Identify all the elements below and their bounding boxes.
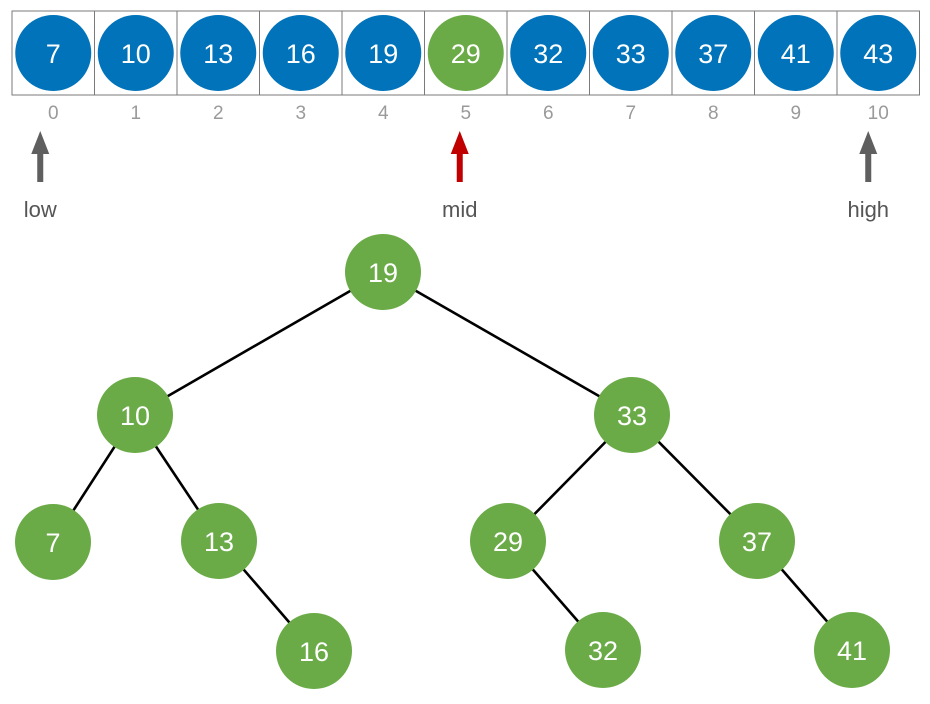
up-arrow-shaft <box>865 150 872 182</box>
tree-node-value: 37 <box>742 527 772 557</box>
array-element <box>180 15 257 91</box>
pointer-label: low <box>24 197 57 222</box>
tree-node-circle <box>276 613 352 689</box>
up-arrow-icon <box>31 131 50 154</box>
array-index-label: 2 <box>213 103 224 124</box>
array-element-value: 37 <box>698 39 728 69</box>
array-cell: 19 4 <box>341 10 425 124</box>
array-element <box>510 15 587 91</box>
up-arrow-icon <box>859 131 878 154</box>
tree-node: 32 <box>565 612 641 688</box>
tree-node: 13 <box>181 503 257 579</box>
array-index-label: 7 <box>625 103 636 124</box>
tree-node-circle <box>719 503 795 579</box>
array-cell: 43 10 <box>836 10 920 124</box>
array-index-label: 8 <box>708 103 719 124</box>
tree-node-value: 16 <box>299 637 329 667</box>
array-cell: 37 8 <box>671 10 755 124</box>
pointer-high: high <box>847 131 889 222</box>
array-cell: 29 5 <box>424 10 508 124</box>
array-index-label: 6 <box>543 103 554 124</box>
array-element-value: 16 <box>286 39 316 69</box>
array-element-value: 7 <box>46 39 61 69</box>
array-cell: 10 1 <box>94 10 178 124</box>
tree-node: 19 <box>345 234 421 310</box>
array-cell: 41 9 <box>754 10 838 124</box>
tree-node-value: 32 <box>588 636 618 666</box>
array-index-label: 5 <box>460 103 471 124</box>
array-element <box>675 15 752 91</box>
array-element <box>97 15 174 91</box>
tree-node: 10 <box>97 377 173 453</box>
tree-edges <box>51 270 853 652</box>
array-element-value: 19 <box>368 39 398 69</box>
array-element <box>592 15 669 91</box>
tree-node-value: 19 <box>368 258 398 288</box>
tree-node: 33 <box>594 377 670 453</box>
tree-node-value: 29 <box>493 527 523 557</box>
array-cell: 32 6 <box>506 10 590 124</box>
tree-node: 37 <box>719 503 795 579</box>
array-element <box>757 15 834 91</box>
tree-node: 41 <box>814 612 890 688</box>
array-element-value: 13 <box>203 39 233 69</box>
array-element-highlighted <box>427 15 504 91</box>
array-cell: 70 <box>11 10 95 124</box>
search-pointers: low mid high <box>24 131 889 222</box>
pointer-mid: mid <box>442 131 477 222</box>
pointer-label: high <box>847 197 889 222</box>
tree-node-circle <box>814 612 890 688</box>
pointer-label: mid <box>442 197 477 222</box>
tree-edge <box>134 270 384 417</box>
array-element <box>15 15 92 91</box>
up-arrow-shaft <box>456 150 463 182</box>
array-cell: 33 7 <box>589 10 673 124</box>
tree-node-value: 10 <box>120 401 150 431</box>
array-index-label: 1 <box>130 103 141 124</box>
tree-node-circle <box>594 377 670 453</box>
tree-node-circle <box>15 504 91 580</box>
array-element-value: 33 <box>616 39 646 69</box>
array-element <box>840 15 917 91</box>
array-index-label: 0 <box>48 103 59 124</box>
up-arrow-shaft <box>37 150 44 182</box>
array-element-value: 29 <box>451 39 481 69</box>
array-index-label: 3 <box>295 103 306 124</box>
tree-node-circle <box>181 503 257 579</box>
array-element-value: 41 <box>781 39 811 69</box>
array-element <box>262 15 339 91</box>
pointer-low: low <box>24 131 57 222</box>
array-element-value: 32 <box>533 39 563 69</box>
tree-node-value: 41 <box>837 636 867 666</box>
tree-node: 16 <box>276 613 352 689</box>
tree-edge <box>382 270 633 417</box>
tree-node-value: 33 <box>617 401 647 431</box>
tree-node-value: 13 <box>204 527 234 557</box>
array-index-label: 9 <box>790 103 801 124</box>
array-cell: 13 2 <box>176 10 260 124</box>
up-arrow-icon <box>450 131 469 154</box>
tree-node: 29 <box>470 503 546 579</box>
array-element-value: 43 <box>863 39 893 69</box>
array-cell: 16 3 <box>259 10 343 124</box>
tree-node-circle <box>565 612 641 688</box>
tree-node-value: 7 <box>45 528 60 558</box>
array-index-label: 4 <box>378 103 389 124</box>
array-element <box>345 15 422 91</box>
array-element-value: 10 <box>121 39 151 69</box>
tree-node-circle <box>345 234 421 310</box>
tree-nodes: 19 10 33 7 13 29 37 16 32 41 <box>15 234 890 689</box>
array-index-label: 10 <box>868 103 889 124</box>
tree-node-circle <box>97 377 173 453</box>
tree-node-circle <box>470 503 546 579</box>
tree-node: 7 <box>15 504 91 580</box>
